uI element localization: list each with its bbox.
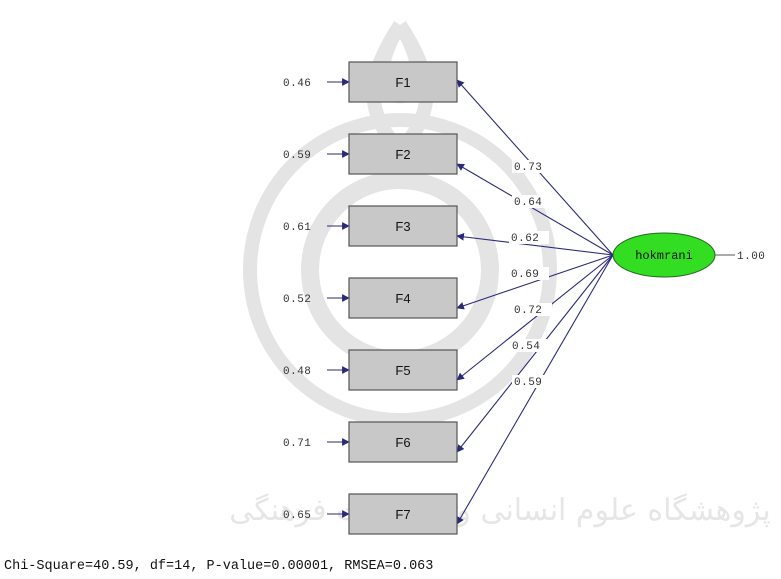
loading-label-bg xyxy=(512,195,552,208)
loading-value: 0.72 xyxy=(514,305,542,317)
loading-label-bg xyxy=(509,231,549,244)
indicator-label: F1 xyxy=(395,75,410,90)
loading-value: 0.54 xyxy=(512,341,540,353)
loading-value: 0.62 xyxy=(511,233,539,245)
indicator-box-f1 xyxy=(348,61,458,103)
loading-label-bg xyxy=(512,375,552,388)
loading-label-bg xyxy=(512,160,552,173)
latent-label: hokmrani xyxy=(635,249,693,263)
indicator-box-f3 xyxy=(348,205,458,247)
loading-value: 0.59 xyxy=(514,377,542,389)
indicator-box-f2 xyxy=(348,133,458,175)
indicator-label: F7 xyxy=(395,507,410,522)
error-variance: 0.61 xyxy=(283,222,311,234)
loading-value: 0.64 xyxy=(514,197,542,209)
loading-arrow xyxy=(456,254,614,310)
edges-layer xyxy=(327,78,614,525)
error-variance: 0.46 xyxy=(283,78,311,90)
indicator-label: F5 xyxy=(395,363,410,378)
error-variance: 0.52 xyxy=(283,294,311,306)
latent-variance: 1.00 xyxy=(737,251,765,263)
loading-arrow xyxy=(456,254,614,381)
indicator-box-f6 xyxy=(348,421,458,463)
indicator-box-f4 xyxy=(348,277,458,319)
error-variance: 0.48 xyxy=(283,366,311,378)
error-variance: 0.65 xyxy=(283,510,311,522)
fit-statistics: Chi-Square=40.59, df=14, P-value=0.00001… xyxy=(4,559,433,574)
watermark-text: پژوهشگاه علوم انسانی و مطالعات فرهنگی xyxy=(229,493,771,528)
indicator-label: F3 xyxy=(395,219,410,234)
loading-arrow xyxy=(456,254,614,525)
loading-label-bg xyxy=(509,267,549,280)
loading-value: 0.73 xyxy=(514,162,542,174)
indicator-box-f5 xyxy=(348,349,458,391)
indicator-box-f7 xyxy=(348,493,458,535)
loading-arrow xyxy=(456,233,614,256)
indicator-label: F6 xyxy=(395,435,410,450)
loading-arrow xyxy=(456,254,614,453)
error-variance: 0.71 xyxy=(283,438,311,450)
indicator-label: F4 xyxy=(395,291,410,306)
error-variance: 0.59 xyxy=(283,150,311,162)
loading-label-bg xyxy=(512,303,552,316)
loading-label-bg xyxy=(510,339,550,352)
loading-value: 0.69 xyxy=(511,269,539,281)
indicator-label: F2 xyxy=(395,147,410,162)
loading-arrow xyxy=(456,163,614,256)
